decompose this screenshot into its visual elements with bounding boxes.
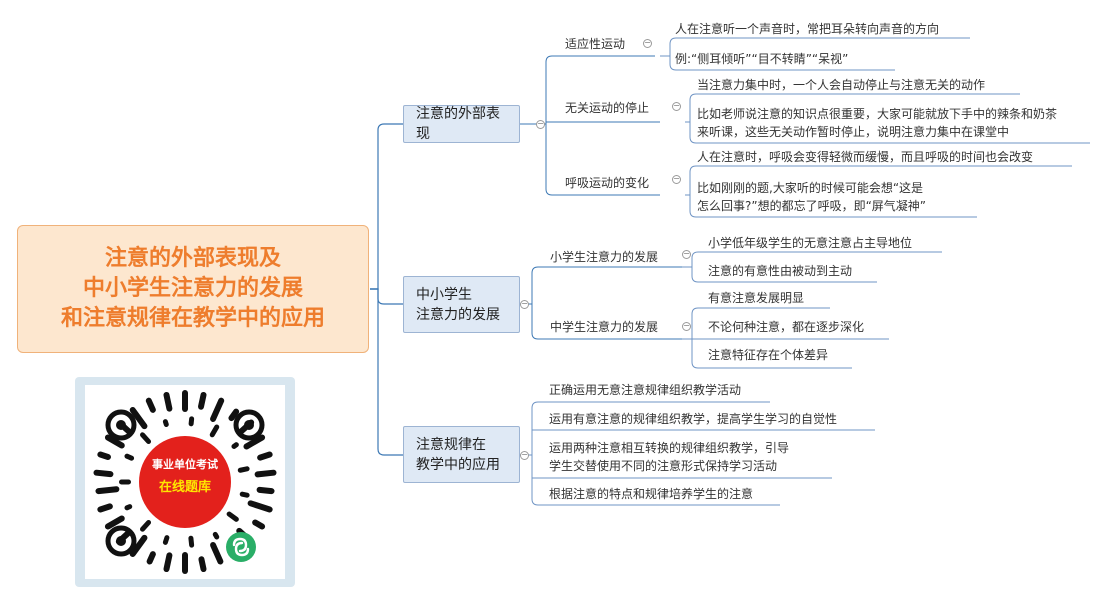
connector-b1-sub1-leaves bbox=[660, 37, 970, 71]
leaf-text: 注意的有意性由被动到主动 bbox=[708, 264, 853, 278]
leaf-text: 正确运用无意注意规律组织教学活动 bbox=[549, 383, 742, 397]
subtopic-primary-student-attention[interactable]: 小学生注意力的发展 bbox=[550, 250, 659, 264]
connector-b2-sub2 bbox=[531, 304, 682, 340]
connector-b1-sub2-leaves bbox=[685, 93, 1090, 144]
subtopic-middle-student-attention[interactable]: 中学生注意力的发展 bbox=[550, 320, 659, 334]
leaf-text: 人在注意听一个声音时，常把耳朵转向声音的方向 bbox=[675, 22, 940, 36]
subtopic-breathing-change[interactable]: 呼吸运动的变化 bbox=[565, 176, 650, 190]
leaf-text: 小学低年级学生的无意注意占主导地位 bbox=[708, 236, 913, 250]
qr-pattern bbox=[93, 390, 277, 574]
qr-code-card[interactable]: 事业单位考试 在线题库 bbox=[75, 377, 295, 587]
connector-b1-sub3-leaves bbox=[685, 165, 1072, 218]
collapse-toggle[interactable]: − bbox=[520, 450, 529, 460]
leaf-text: 运用有意注意的规律组织教学，提高学生学习的自觉性 bbox=[549, 412, 838, 426]
collapse-toggle[interactable]: − bbox=[682, 321, 691, 331]
connector-root-branch2 bbox=[370, 288, 403, 305]
leaf-text: 运用两种注意相互转换的规律组织教学，引导 学生交替使用不同的注意形式保持学习活动 bbox=[549, 441, 790, 473]
branch-external-manifestation[interactable]: 注意的外部表现 bbox=[403, 105, 520, 143]
collapse-toggle[interactable]: − bbox=[643, 38, 652, 48]
connector-b2-sub2-leaves bbox=[682, 307, 889, 369]
collapse-toggle[interactable]: − bbox=[520, 299, 529, 309]
leaf-text: 不论何种注意，都在逐步深化 bbox=[708, 320, 865, 334]
connector-b1-sub1 bbox=[520, 55, 655, 125]
collapse-toggle[interactable]: − bbox=[672, 174, 681, 184]
qr-center-badge bbox=[139, 436, 231, 528]
connector-root-branch1 bbox=[370, 123, 403, 290]
qr-badge-line2: 在线题库 bbox=[158, 480, 211, 495]
connector-root-branch3 bbox=[370, 288, 403, 456]
leaf-text: 有意注意发展明显 bbox=[708, 291, 805, 305]
leaf-text: 当注意力集中时，一个人会自动停止与注意无关的动作 bbox=[697, 78, 986, 92]
collapse-toggle[interactable]: − bbox=[682, 249, 691, 259]
subtopic-adaptive-movement[interactable]: 适应性运动 bbox=[565, 37, 626, 51]
leaf-text: 人在注意时，呼吸会变得轻微而缓慢，而且呼吸的时间也会改变 bbox=[697, 150, 1034, 164]
collapse-toggle[interactable]: − bbox=[672, 101, 681, 111]
connector-b1-sub2 bbox=[545, 121, 660, 124]
leaf-text: 注意特征存在个体差异 bbox=[708, 348, 829, 362]
qr-badge-line1: 事业单位考试 bbox=[152, 458, 218, 471]
root-node[interactable]: 注意的外部表现及 中小学生注意力的发展 和注意规律在教学中的应用 bbox=[17, 225, 369, 353]
connector-b3-leaves bbox=[520, 401, 875, 506]
collapse-toggle[interactable]: − bbox=[536, 119, 545, 129]
leaf-text: 比如刚刚的题,大家听的时候可能会想“这是 怎么回事?”想的都忘了呼吸，即“屏气凝… bbox=[697, 181, 927, 213]
connector-b2-sub1-leaves bbox=[682, 251, 942, 283]
leaf-text: 根据注意的特点和规律培养学生的注意 bbox=[549, 487, 754, 501]
connector-b2-sub1 bbox=[520, 266, 682, 305]
subtopic-irrelevant-movement-stop[interactable]: 无关运动的停止 bbox=[565, 101, 650, 115]
leaf-text: 比如老师说注意的知识点很重要，大家可能就放下手中的辣条和奶茶 来听课，这些无关动… bbox=[697, 107, 1058, 139]
branch-attention-development[interactable]: 中小学生 注意力的发展 bbox=[403, 276, 520, 333]
branch-teaching-application[interactable]: 注意规律在 教学中的应用 bbox=[403, 426, 520, 483]
qr-code: 事业单位考试 在线题库 bbox=[85, 385, 285, 579]
mini-program-icon bbox=[226, 532, 256, 562]
connector-b1-sub3 bbox=[545, 124, 660, 196]
qr-finder-eyes bbox=[105, 409, 265, 557]
leaf-text: 例:“侧耳倾听”“目不转睛”“呆视” bbox=[675, 52, 849, 66]
root-title: 注意的外部表现及 中小学生注意力的发展 和注意规律在教学中的应用 bbox=[60, 246, 325, 331]
